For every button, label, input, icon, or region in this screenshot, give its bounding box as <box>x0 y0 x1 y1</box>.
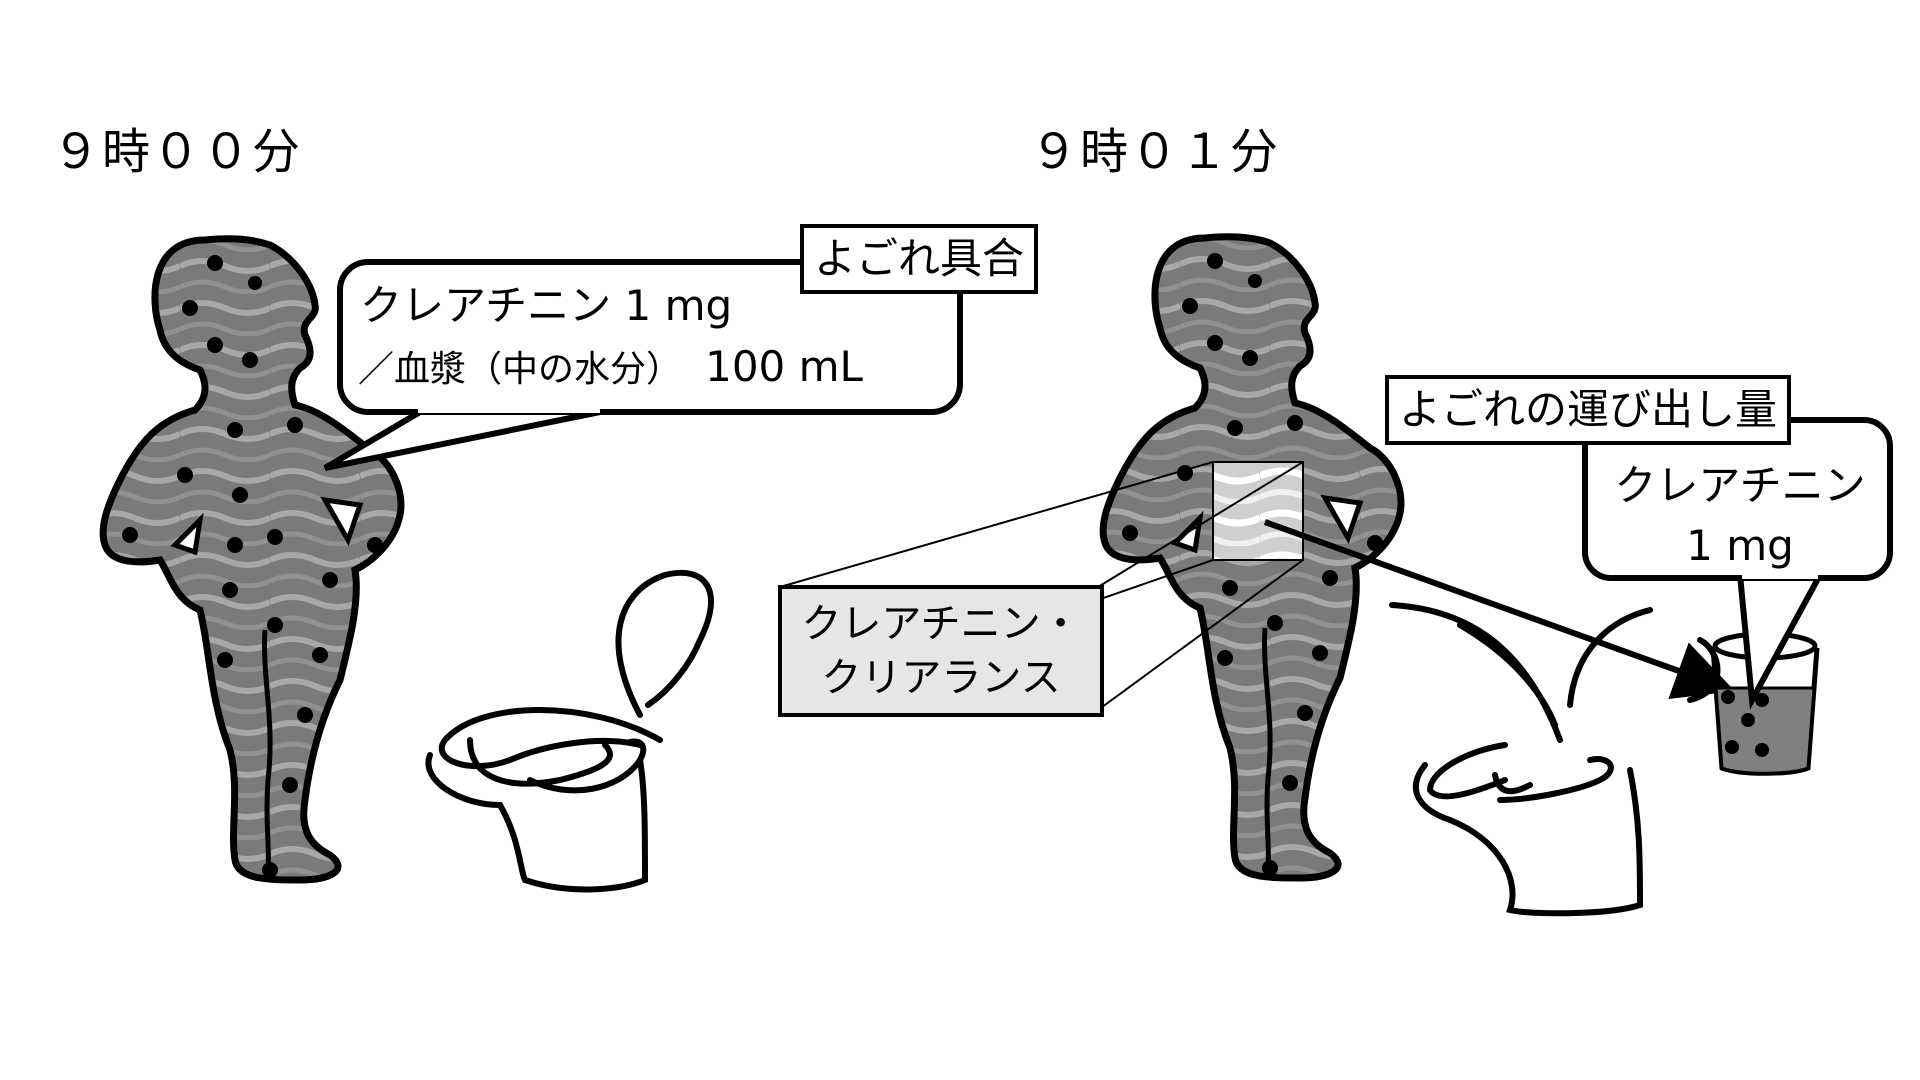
bubble-left-line2: ／血漿（中の水分） 100 mL <box>358 340 863 393</box>
cup-icon <box>1710 631 1820 776</box>
clearance-label-line1: クレアチニン・ <box>801 601 1081 647</box>
time-label-left: ９時００分 <box>52 124 303 180</box>
toilet-icon-right <box>1389 602 1721 917</box>
tag-label-soiling-degree: よごれ具合 <box>800 224 1039 294</box>
bubble-right-line2: 1 mg <box>1686 521 1794 570</box>
bubble-tail-right <box>1737 573 1823 711</box>
zoom-patch <box>1212 461 1304 561</box>
toilet-icon-left <box>425 569 714 893</box>
arrow-icon <box>1263 519 1735 700</box>
bubble-left-line1: クレアチニン 1 mg <box>360 281 733 330</box>
bubble-tail-left <box>323 409 601 471</box>
tag-label-removal-amount: よごれの運び出し量 <box>1385 375 1792 445</box>
bubble-left-line2-prefix: ／血漿（中の水分） <box>358 349 683 390</box>
clearance-label-box: クレアチニン・ クリアランス <box>778 585 1104 717</box>
clearance-label-line2: クリアランス <box>821 655 1061 701</box>
bubble-right-line1: クレアチニン <box>1614 461 1866 510</box>
bubble-left-line2-value: 100 mL <box>705 342 863 391</box>
time-label-right: ９時０１分 <box>1030 124 1281 180</box>
